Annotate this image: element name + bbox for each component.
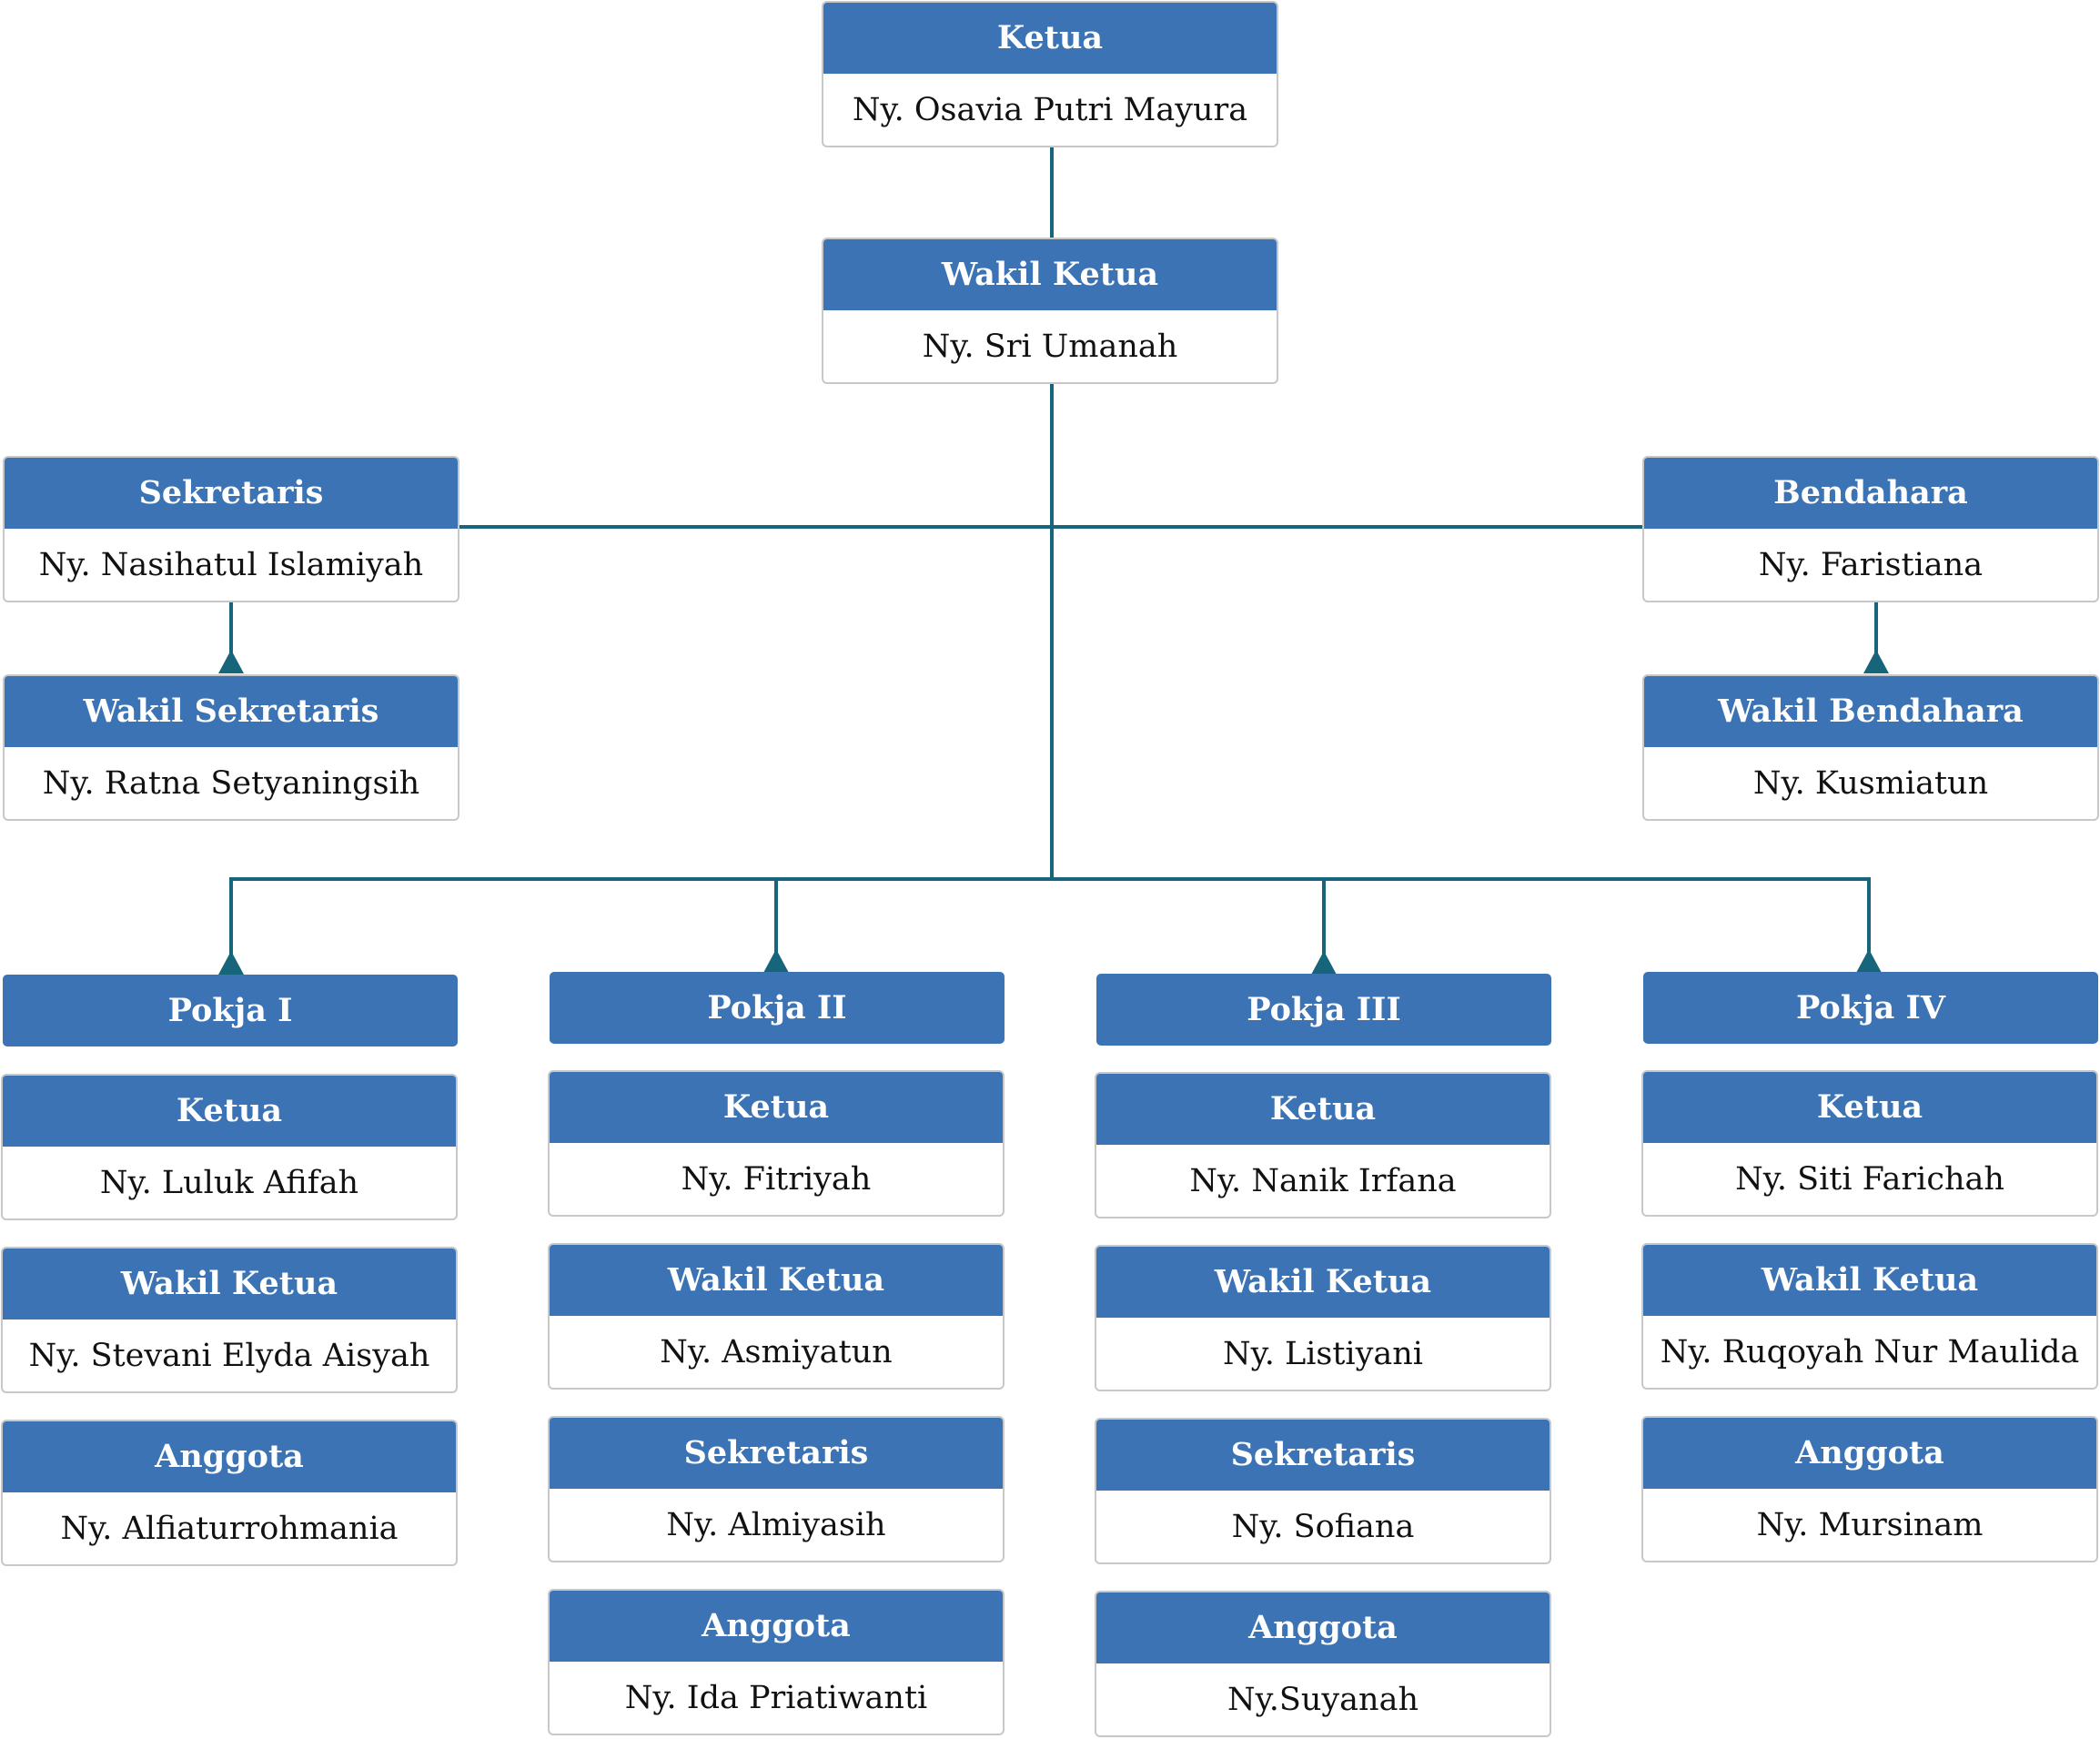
pokja-3-wakil-ketua-box: Wakil Ketua Ny. Listiyani xyxy=(1095,1245,1551,1391)
ketua-name: Ny. Osavia Putri Mayura xyxy=(852,92,1248,128)
sekretaris-title: Sekretaris xyxy=(5,458,458,529)
pokja-3-ketua-name: Ny. Nanik Irfana xyxy=(1189,1163,1457,1199)
wakil-ketua-name: Ny. Sri Umanah xyxy=(922,329,1178,365)
wakil-ketua-title: Wakil Ketua xyxy=(823,239,1277,310)
pokja-1-wakil-ketua-box: Wakil Ketua Ny. Stevani Elyda Aisyah xyxy=(1,1247,458,1393)
pokja-3-anggota-box: Anggota Ny.Suyanah xyxy=(1095,1591,1551,1737)
wakil-sekretaris-title: Wakil Sekretaris xyxy=(5,676,458,747)
ketua-title: Ketua xyxy=(823,3,1277,74)
pokja-4-ketua-name: Ny. Siti Farichah xyxy=(1735,1161,2004,1198)
bendahara-box: Bendahara Ny. Faristiana xyxy=(1642,456,2099,602)
pokja-3-header: Pokja III xyxy=(1096,974,1551,1046)
pokja-2-header: Pokja II xyxy=(550,972,1005,1044)
pokja-4-wakil-ketua-name: Ny. Ruqoyah Nur Maulida xyxy=(1660,1334,2080,1370)
pokja-3-sekretaris-title: Sekretaris xyxy=(1096,1420,1550,1491)
sekretaris-box: Sekretaris Ny. Nasihatul Islamiyah xyxy=(3,456,459,602)
pokja-1-anggota-name: Ny. Alfiaturrohmania xyxy=(60,1511,399,1547)
wakil-sekretaris-name: Ny. Ratna Setyaningsih xyxy=(42,765,420,802)
pokja-2-anggota-title: Anggota xyxy=(550,1591,1003,1662)
pokja-4-ketua-title: Ketua xyxy=(1643,1072,2096,1143)
pokja-3-wakil-ketua-title: Wakil Ketua xyxy=(1096,1247,1550,1318)
pokja-2-anggota-name: Ny. Ida Priatiwanti xyxy=(624,1680,928,1716)
pokja-1-anggota-title: Anggota xyxy=(3,1421,456,1492)
pokja-3-anggota-title: Anggota xyxy=(1096,1592,1550,1663)
arrowheads xyxy=(218,650,1889,975)
pokja-1-ketua-title: Ketua xyxy=(3,1076,456,1147)
pokja-4-anggota-title: Anggota xyxy=(1643,1418,2096,1489)
pokja-2-wakil-ketua-title: Wakil Ketua xyxy=(550,1245,1003,1316)
sekretaris-name: Ny. Nasihatul Islamiyah xyxy=(38,547,424,583)
pokja-3-wakil-ketua-name: Ny. Listiyani xyxy=(1222,1336,1424,1372)
pokja-2-anggota-box: Anggota Ny. Ida Priatiwanti xyxy=(548,1589,1005,1735)
pokja-1-wakil-ketua-title: Wakil Ketua xyxy=(3,1249,456,1319)
pokja-3-sekretaris-box: Sekretaris Ny. Sofiana xyxy=(1095,1418,1551,1564)
wakil-bendahara-box: Wakil Bendahara Ny. Kusmiatun xyxy=(1642,674,2099,821)
pokja-1-anggota-box: Anggota Ny. Alfiaturrohmania xyxy=(1,1420,458,1566)
pokja-3-anggota-name: Ny.Suyanah xyxy=(1227,1682,1419,1718)
wakil-bendahara-name: Ny. Kusmiatun xyxy=(1752,765,1989,802)
pokja-4-header: Pokja IV xyxy=(1643,972,2098,1044)
pokja-4-anggota-name: Ny. Mursinam xyxy=(1756,1507,1984,1543)
pokja-4-wakil-ketua-box: Wakil Ketua Ny. Ruqoyah Nur Maulida xyxy=(1641,1243,2098,1390)
pokja-4-wakil-ketua-title: Wakil Ketua xyxy=(1643,1245,2096,1316)
pokja-3-ketua-box: Ketua Ny. Nanik Irfana xyxy=(1095,1072,1551,1218)
pokja-2-ketua-title: Ketua xyxy=(550,1072,1003,1143)
pokja-2-sekretaris-name: Ny. Almiyasih xyxy=(666,1507,886,1543)
ketua-box: Ketua Ny. Osavia Putri Mayura xyxy=(822,1,1278,147)
pokja-3-sekretaris-name: Ny. Sofiana xyxy=(1231,1509,1415,1545)
pokja-4-ketua-box: Ketua Ny. Siti Farichah xyxy=(1641,1070,2098,1217)
bendahara-name: Ny. Faristiana xyxy=(1758,547,1984,583)
pokja-2-wakil-ketua-name: Ny. Asmiyatun xyxy=(660,1334,893,1370)
wakil-sekretaris-box: Wakil Sekretaris Ny. Ratna Setyaningsih xyxy=(3,674,459,821)
pokja-1-header: Pokja I xyxy=(3,975,458,1046)
pokja-1-ketua-name: Ny. Luluk Afifah xyxy=(99,1165,359,1201)
pokja-2-ketua-name: Ny. Fitriyah xyxy=(681,1161,872,1198)
pokja-1-ketua-box: Ketua Ny. Luluk Afifah xyxy=(1,1074,458,1220)
pokja-3-ketua-title: Ketua xyxy=(1096,1074,1550,1145)
pokja-2-wakil-ketua-box: Wakil Ketua Ny. Asmiyatun xyxy=(548,1243,1005,1390)
wakil-ketua-box: Wakil Ketua Ny. Sri Umanah xyxy=(822,238,1278,384)
pokja-2-sekretaris-title: Sekretaris xyxy=(550,1418,1003,1489)
pokja-1-wakil-ketua-name: Ny. Stevani Elyda Aisyah xyxy=(28,1338,430,1374)
wakil-bendahara-title: Wakil Bendahara xyxy=(1644,676,2097,747)
bendahara-title: Bendahara xyxy=(1644,458,2097,529)
pokja-4-anggota-box: Anggota Ny. Mursinam xyxy=(1641,1416,2098,1562)
pokja-2-sekretaris-box: Sekretaris Ny. Almiyasih xyxy=(548,1416,1005,1562)
pokja-2-ketua-box: Ketua Ny. Fitriyah xyxy=(548,1070,1005,1217)
